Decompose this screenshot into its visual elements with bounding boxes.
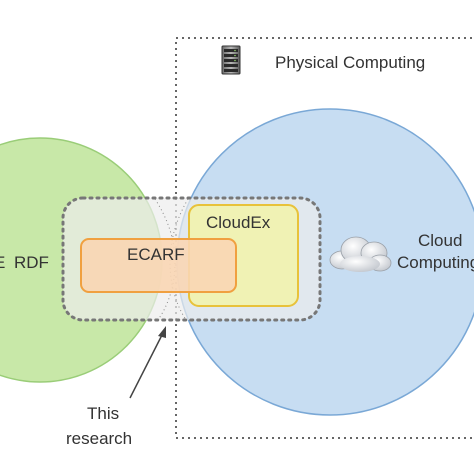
- cloud-icon: [329, 236, 392, 272]
- this-research-arrow: [129, 326, 166, 399]
- this-research-label-line1: This: [87, 404, 119, 423]
- cloud-computing-label-line1: Cloud: [418, 231, 462, 250]
- circle-overlap-outline-2: [169, 198, 189, 321]
- cloudex-label: CloudEx: [206, 213, 271, 232]
- server-rack-icon: [221, 45, 241, 75]
- cloud-computing-label-line2: Computing: [397, 253, 474, 272]
- ecarf-label: ECARF: [127, 245, 185, 264]
- ecarf-box: [80, 238, 237, 293]
- physical-computing-label: Physical Computing: [275, 53, 425, 72]
- rdf-label: RDF: [14, 253, 49, 272]
- this-research-label-line2: research: [66, 429, 132, 448]
- rdf-edge-mark: E: [0, 253, 5, 272]
